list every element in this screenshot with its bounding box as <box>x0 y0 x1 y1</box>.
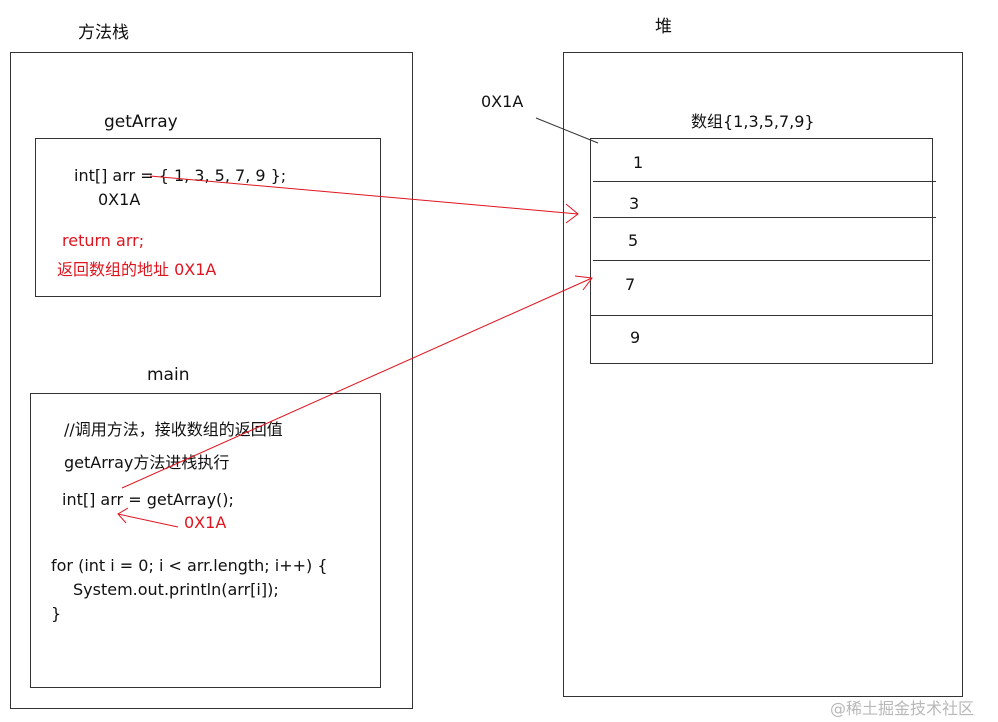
array-divider <box>593 181 936 182</box>
getarray-decl-line: int[] arr = { 1, 3, 5, 7, 9 }; <box>74 166 287 185</box>
main-return-addr: 0X1A <box>184 513 227 532</box>
main-frame-title: main <box>147 365 190 385</box>
getarray-return-note: 返回数组的地址 0X1A <box>57 260 217 279</box>
main-frame <box>30 393 381 688</box>
getarray-return-line: return arr; <box>62 231 145 250</box>
main-note: getArray方法进栈执行 <box>64 453 230 472</box>
array-divider <box>593 217 936 218</box>
heap-title: 堆 <box>655 17 672 37</box>
array-divider <box>590 315 933 316</box>
getarray-addr: 0X1A <box>98 190 141 209</box>
main-close-brace: } <box>51 604 62 623</box>
heap-addr: 0X1A <box>481 92 524 111</box>
heap-panel <box>563 52 963 697</box>
array-cell-value: 9 <box>630 328 641 347</box>
heap-address-pointer-line <box>535 117 599 144</box>
stack-title: 方法栈 <box>78 23 129 43</box>
decl-to-array-arrow <box>149 175 579 224</box>
main-call-line: int[] arr = getArray(); <box>62 490 234 509</box>
heap-array-label: 数组{1,3,5,7,9} <box>691 112 815 131</box>
heap-array-block <box>590 138 933 364</box>
array-divider <box>593 260 930 261</box>
stack-panel <box>10 52 413 709</box>
call-to-array-arrow <box>121 275 593 489</box>
main-println-line: System.out.println(arr[i]); <box>73 580 279 599</box>
array-cell-value: 3 <box>629 194 640 213</box>
getarray-frame <box>35 138 381 297</box>
array-cell-value: 1 <box>633 153 644 172</box>
getarray-frame-title: getArray <box>104 112 178 132</box>
main-for-line: for (int i = 0; i < arr.length; i++) { <box>51 556 328 575</box>
watermark: @稀土掘金技术社区 <box>830 699 975 718</box>
array-cell-value: 5 <box>628 231 639 250</box>
return-address-arrow <box>117 507 179 528</box>
main-comment: //调用方法，接收数组的返回值 <box>64 420 283 439</box>
array-cell-value: 7 <box>625 275 636 294</box>
